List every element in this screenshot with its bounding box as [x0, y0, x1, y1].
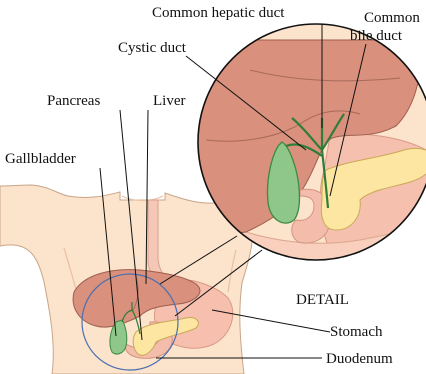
label-common-bile-duct-line2: bile duct [350, 28, 403, 44]
label-common-bile-duct-line1: Common [364, 10, 420, 26]
label-detail: DETAIL [296, 292, 349, 308]
label-gallbladder: Gallbladder [5, 151, 76, 167]
label-stomach: Stomach [330, 324, 383, 340]
label-cystic-duct: Cystic duct [118, 40, 187, 56]
label-liver: Liver [153, 93, 185, 109]
label-duodenum: Duodenum [326, 351, 393, 367]
label-pancreas: Pancreas [47, 93, 100, 109]
label-common-hepatic-duct: Common hepatic duct [152, 5, 285, 21]
